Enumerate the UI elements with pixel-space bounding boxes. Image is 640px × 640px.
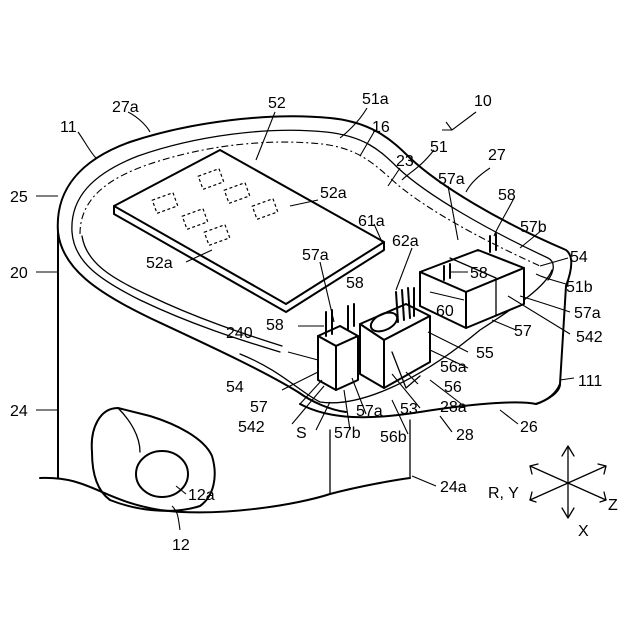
label-111: 111	[578, 373, 602, 390]
label-54-left: 54	[226, 379, 244, 396]
circuit-board	[114, 150, 384, 312]
port-hole	[136, 451, 188, 497]
label-12: 12	[172, 537, 190, 554]
label-58-left: 58	[266, 317, 284, 334]
label-26: 26	[520, 419, 538, 436]
label-58-top: 58	[498, 187, 516, 204]
label-56b: 56b	[380, 429, 407, 446]
label-28a: 28a	[440, 399, 467, 416]
label-23: 23	[396, 153, 414, 170]
arrow-ll	[530, 492, 536, 502]
label-S: S	[296, 425, 307, 442]
label-27a: 27a	[112, 99, 139, 116]
label-57-right: 57	[514, 323, 532, 340]
label-57b-bottom: 57b	[334, 425, 361, 442]
label-57a-left: 57a	[302, 247, 329, 264]
label-56: 56	[444, 379, 462, 396]
label-52a-left: 52a	[146, 255, 173, 272]
leader-lines	[36, 108, 574, 530]
label-58-left-top: 58	[346, 275, 364, 292]
label-54-right: 54	[570, 249, 588, 266]
label-57a-bottom: 57a	[356, 403, 383, 420]
label-57-left: 57	[250, 399, 268, 416]
label-57b-right: 57b	[520, 219, 547, 236]
label-28: 28	[456, 427, 474, 444]
reference-labels: 10 11 27a 52 51a 16 51 23 27 25 52a 57a …	[10, 91, 618, 554]
connector-left-side	[336, 336, 358, 390]
label-51b: 51b	[566, 279, 593, 296]
label-27: 27	[488, 147, 506, 164]
bottom-edge	[40, 478, 410, 512]
label-RY: R, Y	[488, 485, 519, 502]
label-16: 16	[372, 119, 390, 136]
label-542-right: 542	[576, 329, 603, 346]
board-top	[114, 150, 384, 304]
label-542-left: 542	[238, 419, 265, 436]
label-Z: Z	[608, 497, 618, 514]
label-55: 55	[476, 345, 494, 362]
label-25: 25	[10, 189, 28, 206]
label-58-mid: 58	[470, 265, 488, 282]
axes-symbol	[530, 446, 606, 518]
label-X: X	[578, 523, 589, 540]
label-24: 24	[10, 403, 28, 420]
arrow-lr	[600, 492, 606, 502]
label-53: 53	[400, 401, 418, 418]
corner-111	[536, 384, 560, 404]
label-52a-top: 52a	[320, 185, 347, 202]
port-inner-edge	[118, 408, 140, 452]
connector-left	[318, 304, 358, 390]
label-52: 52	[268, 95, 286, 112]
label-57a-right: 57a	[574, 305, 601, 322]
label-62a: 62a	[392, 233, 419, 250]
label-61a: 61a	[358, 213, 385, 230]
label-10: 10	[474, 93, 492, 110]
label-12a: 12a	[188, 487, 215, 504]
label-240: 240	[226, 325, 253, 342]
label-20: 20	[10, 265, 28, 282]
label-24a: 24a	[440, 479, 467, 496]
label-60: 60	[436, 303, 454, 320]
label-51: 51	[430, 139, 448, 156]
label-51a: 51a	[362, 91, 389, 108]
label-56a: 56a	[440, 359, 467, 376]
label-57a-top: 57a	[438, 171, 465, 188]
label-11: 11	[60, 119, 77, 136]
